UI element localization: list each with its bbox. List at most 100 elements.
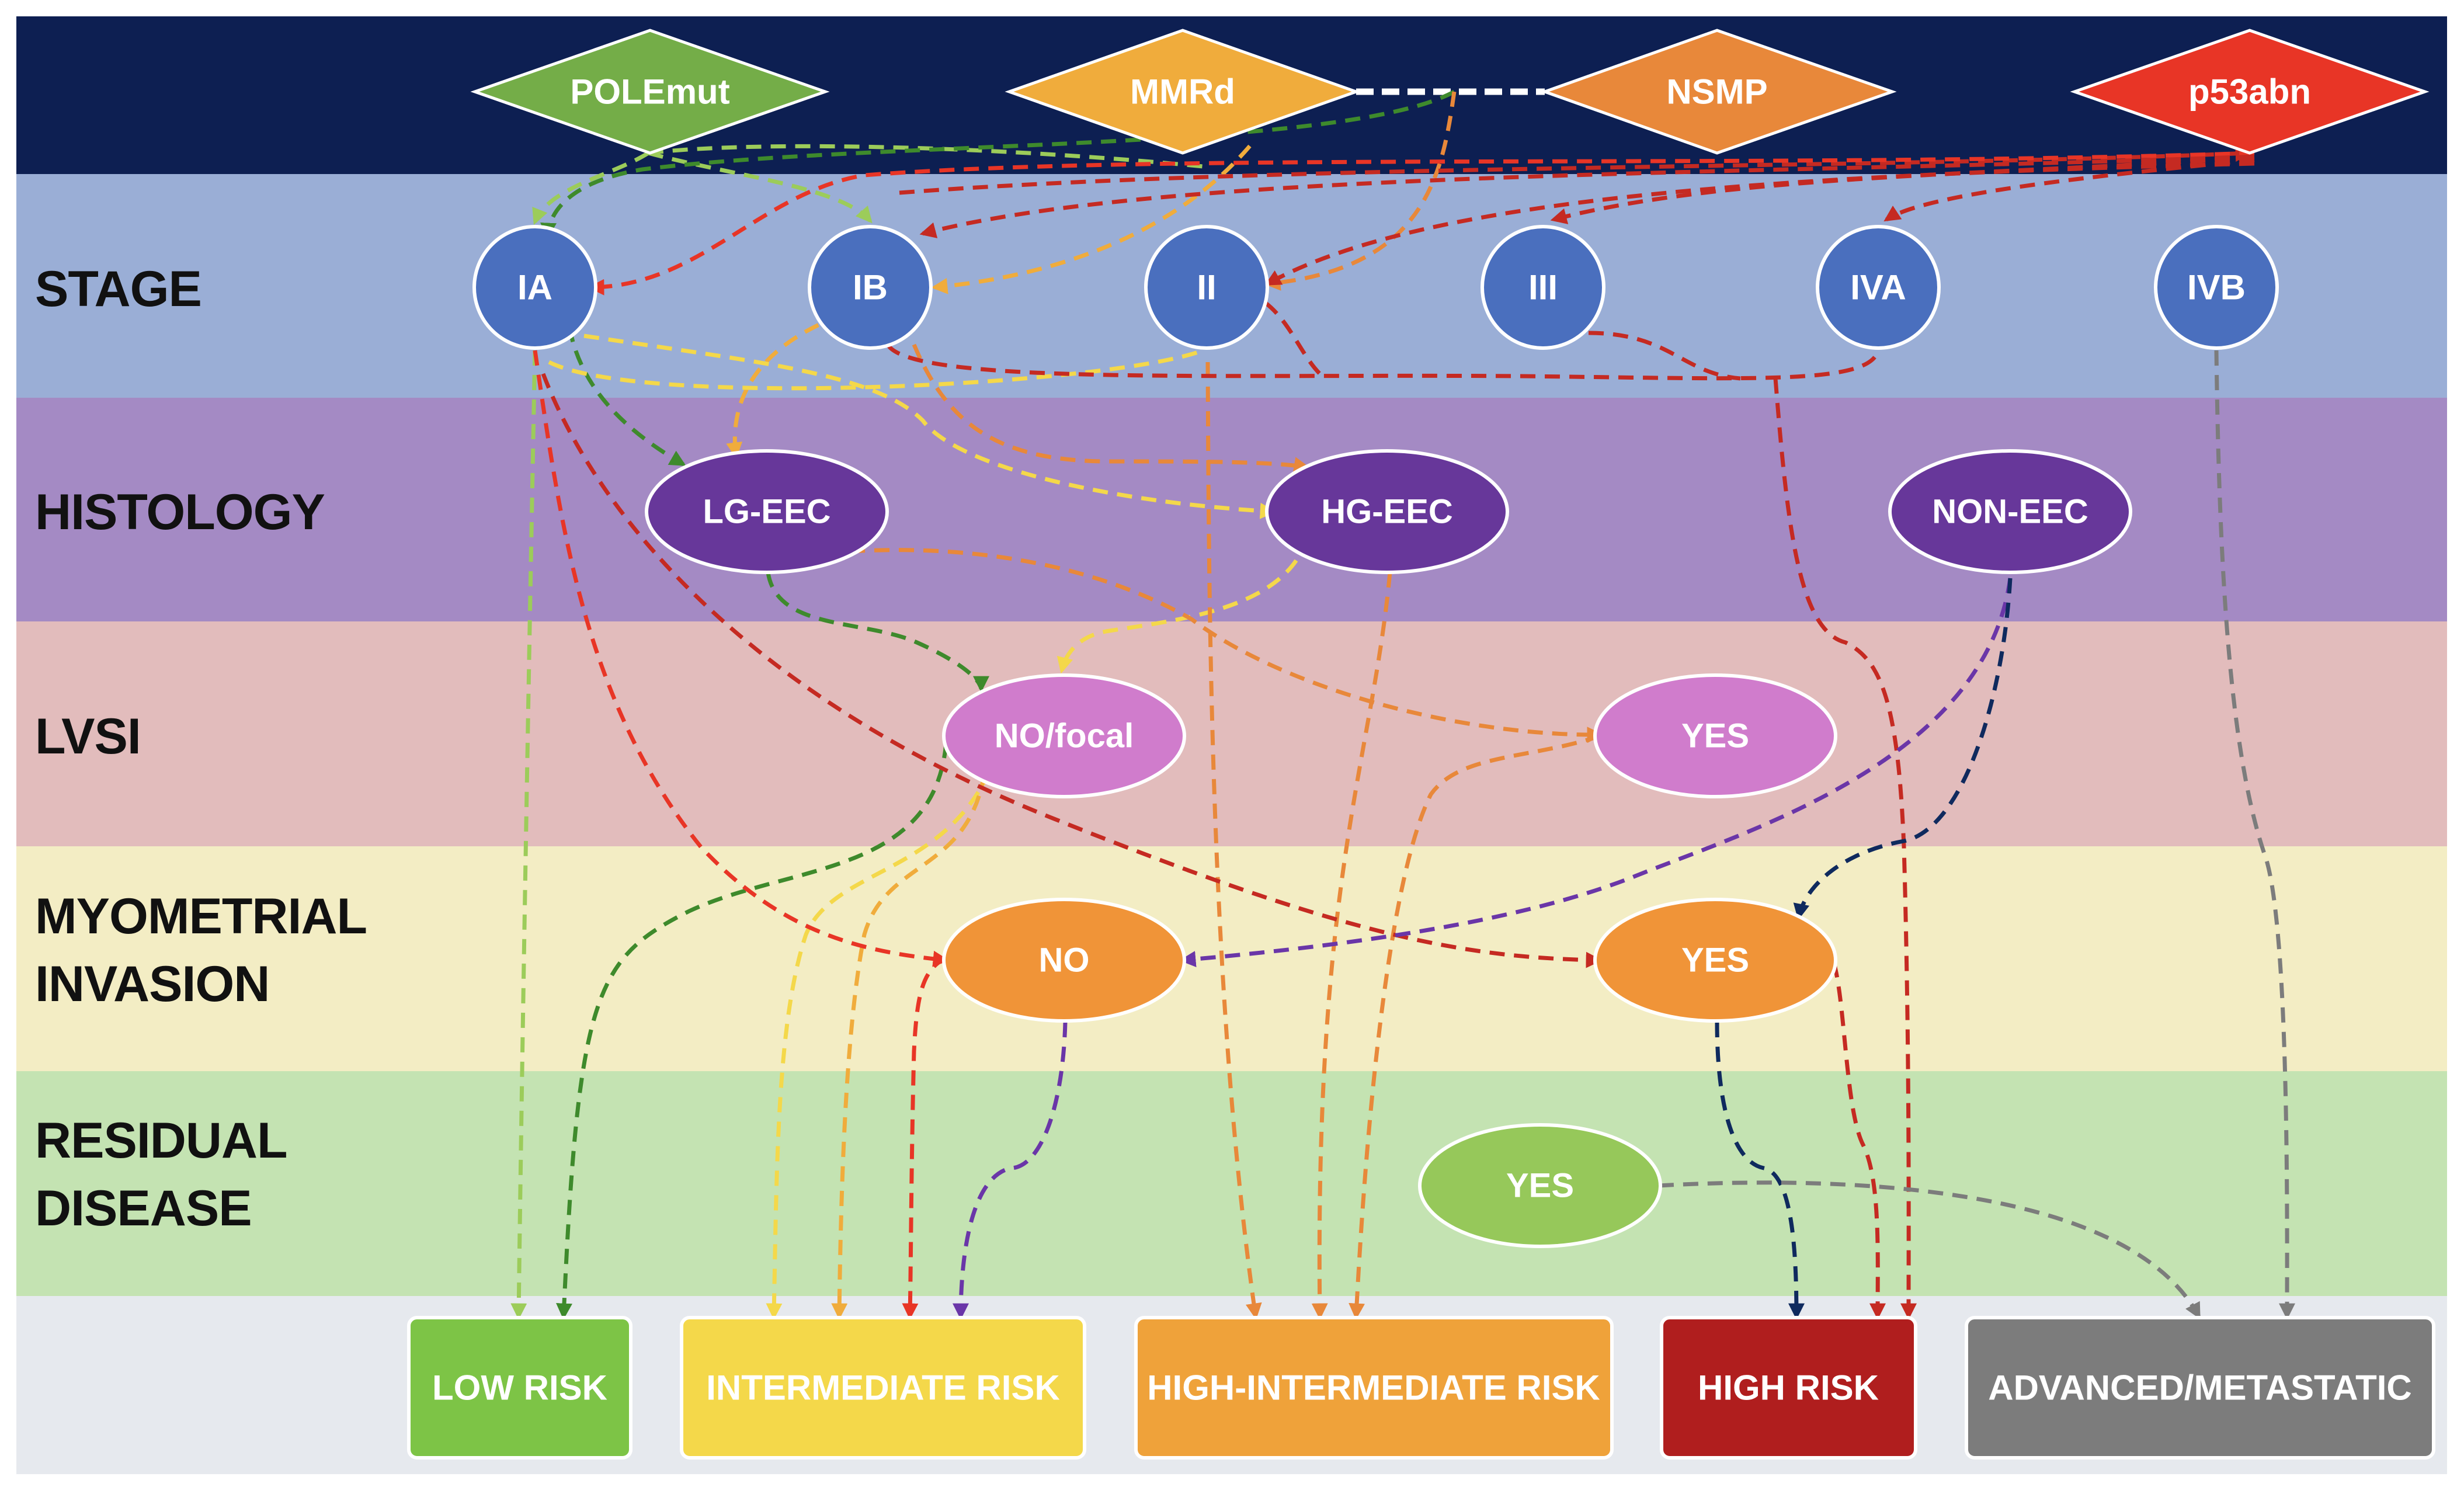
stage-ia-label: IA — [517, 268, 552, 307]
histology-non-eec-node: NON-EEC — [1888, 449, 2132, 574]
edge-non-eec-myometrial-no — [1179, 578, 2013, 967]
risk-low-box: LOW RISK — [407, 1316, 632, 1460]
risk-low-label: LOW RISK — [432, 1368, 607, 1408]
risk-advanced-label: ADVANCED/METASTATIC — [1988, 1368, 2412, 1408]
residual-yes-label: YES — [1506, 1167, 1574, 1205]
histology-lg-eec-label: LG-EEC — [703, 493, 830, 531]
stage-ivb-node: IVB — [2154, 225, 2279, 350]
edge-lg-eec-intermediate — [766, 746, 1001, 1320]
molecular-classifiers: POLEmut MMRd NSMP p53abn — [470, 29, 2430, 155]
risk-categories: LOW RISK INTERMEDIATE RISK HIGH-INTERMED… — [407, 1316, 2435, 1460]
risk-high-label: HIGH RISK — [1698, 1368, 1879, 1408]
p53abn-label: p53abn — [2188, 72, 2311, 112]
row-labels: STAGE HISTOLOGY LVSI MYOMETRIAL INVASION… — [35, 261, 367, 1236]
edge-myometrial-no-intermediate — [902, 956, 947, 1320]
edge-ia-loop-yellow — [548, 348, 1204, 391]
risk-intermediate-box: INTERMEDIATE RISK — [680, 1316, 1086, 1460]
risk-high-intermediate-box: HIGH-INTERMEDIATE RISK — [1134, 1316, 1614, 1460]
edge-mmrd-polemut-loop — [648, 144, 1204, 169]
myometrial-nodes: NO YES — [942, 898, 1837, 1023]
lvsi-yes-node: YES — [1593, 673, 1837, 798]
row-label-stage: STAGE — [35, 261, 201, 317]
row-label-residual-line2: DISEASE — [35, 1180, 252, 1236]
edge-non-eec-myometrial-yes — [1793, 578, 2013, 920]
edge-no-focal-intermediate-2 — [831, 747, 989, 1320]
edge-polemut-ib — [648, 151, 873, 224]
edge-lvsi-yes-high-intermediate — [1349, 734, 1601, 1320]
edge-lg-eec-lvsi-yes — [849, 548, 1604, 744]
edge-ib-hg-eec — [912, 343, 1311, 473]
row-label-lvsi: LVSI — [35, 708, 141, 765]
lvsi-no-focal-label: NO/focal — [995, 717, 1134, 755]
stage-ia-node: IA — [472, 225, 597, 350]
edge-myometrial-yes-high-risk-navy — [1715, 1022, 1805, 1320]
edge-hg-eec-no-focal — [1057, 537, 1309, 674]
stage-ivb-label: IVB — [2187, 268, 2246, 307]
mmrd-label: MMRd — [1130, 72, 1235, 112]
row-label-residual-line1: RESIDUAL — [35, 1113, 287, 1169]
histology-hg-eec-node: HG-EEC — [1265, 449, 1509, 574]
risk-high-box: HIGH RISK — [1660, 1316, 1917, 1460]
stage-iva-label: IVA — [1850, 268, 1906, 307]
edge-iii-bar-red — [1588, 331, 1741, 381]
stage-nodes: IA IB II III IVA IVB — [472, 225, 2279, 350]
stage-ib-label: IB — [853, 268, 888, 307]
myometrial-band — [16, 846, 2447, 1071]
histology-non-eec-label: NON-EEC — [1932, 493, 2088, 531]
residual-yes-node: YES — [1418, 1123, 1662, 1248]
edge-lg-eec-no-focal — [766, 572, 989, 693]
p53abn-diamond: p53abn — [2070, 29, 2430, 155]
nsmp-diamond: NSMP — [1540, 29, 1897, 155]
edge-p53abn-to-iii — [1550, 155, 2255, 224]
stage-iva-node: IVA — [1816, 225, 1941, 350]
residual-nodes: YES — [1418, 1123, 1662, 1248]
polemut-diamond: POLEmut — [470, 29, 830, 155]
risk-intermediate-label: INTERMEDIATE RISK — [706, 1368, 1060, 1408]
edge-residual-yes-advanced — [1658, 1180, 2201, 1319]
edge-mmrd-ib-lg-eec — [726, 313, 842, 459]
edge-mmrd-ib — [931, 144, 1252, 294]
myometrial-yes-label: YES — [1681, 941, 1749, 979]
myometrial-no-label: NO — [1039, 941, 1090, 979]
risk-advanced-box: ADVANCED/METASTATIC — [1965, 1316, 2435, 1460]
edge-hg-eec-high-intermediate — [1311, 572, 1392, 1320]
edge-nsmp-ii — [1264, 91, 1457, 291]
lvsi-band — [16, 621, 2447, 846]
histology-hg-eec-label: HG-EEC — [1321, 493, 1453, 531]
risk-high-intermediate-label: HIGH-INTERMEDIATE RISK — [1147, 1368, 1600, 1408]
edge-ia-myometrial-no — [533, 350, 950, 967]
stage-iii-node: III — [1481, 225, 1605, 350]
edge-ia-low-risk — [510, 350, 537, 1320]
edge-myometrial-yes-high-risk — [1832, 962, 1886, 1320]
row-label-myometrial-line2: INVASION — [35, 956, 269, 1012]
nsmp-label: NSMP — [1666, 72, 1767, 112]
stage-ib-node: IB — [808, 225, 933, 350]
lvsi-nodes: NO/focal YES — [942, 673, 1837, 798]
edge-stage-high-risk — [1773, 378, 1917, 1320]
stage-iii-label: III — [1528, 268, 1558, 307]
edge-p53abn-from-ib — [899, 145, 2252, 195]
edge-p53abn-to-ia — [588, 151, 2255, 296]
histology-lg-eec-node: LG-EEC — [645, 449, 889, 574]
row-label-histology: HISTOLOGY — [35, 484, 325, 540]
lvsi-yes-label: YES — [1681, 717, 1749, 755]
edge-myometrial-no-intermediate-purple — [953, 1022, 1068, 1320]
edge-mmrd-ia — [540, 89, 1455, 239]
myometrial-yes-node: YES — [1593, 898, 1837, 1023]
stage-ii-label: II — [1197, 268, 1216, 307]
histology-nodes: LG-EEC HG-EEC NON-EEC — [645, 449, 2132, 574]
edge-ii-high-intermediate — [1205, 362, 1262, 1320]
edge-no-focal-low-risk — [556, 742, 948, 1320]
edge-ivb-advanced — [2214, 350, 2296, 1320]
stage-ii-node: II — [1144, 225, 1269, 350]
lvsi-no-focal-node: NO/focal — [942, 673, 1186, 798]
myometrial-no-node: NO — [942, 898, 1186, 1023]
edge-stage-bar-red — [885, 343, 1881, 381]
edge-ia-hg-eec — [583, 333, 1277, 519]
edge-p53abn-to-ii — [1264, 161, 2255, 286]
edge-ia-lg-eec — [567, 326, 686, 467]
row-label-myometrial-line1: MYOMETRIAL — [35, 888, 367, 944]
edge-p53abn-to-iva — [1883, 158, 2255, 222]
mmrd-diamond: MMRd — [1005, 29, 1361, 155]
